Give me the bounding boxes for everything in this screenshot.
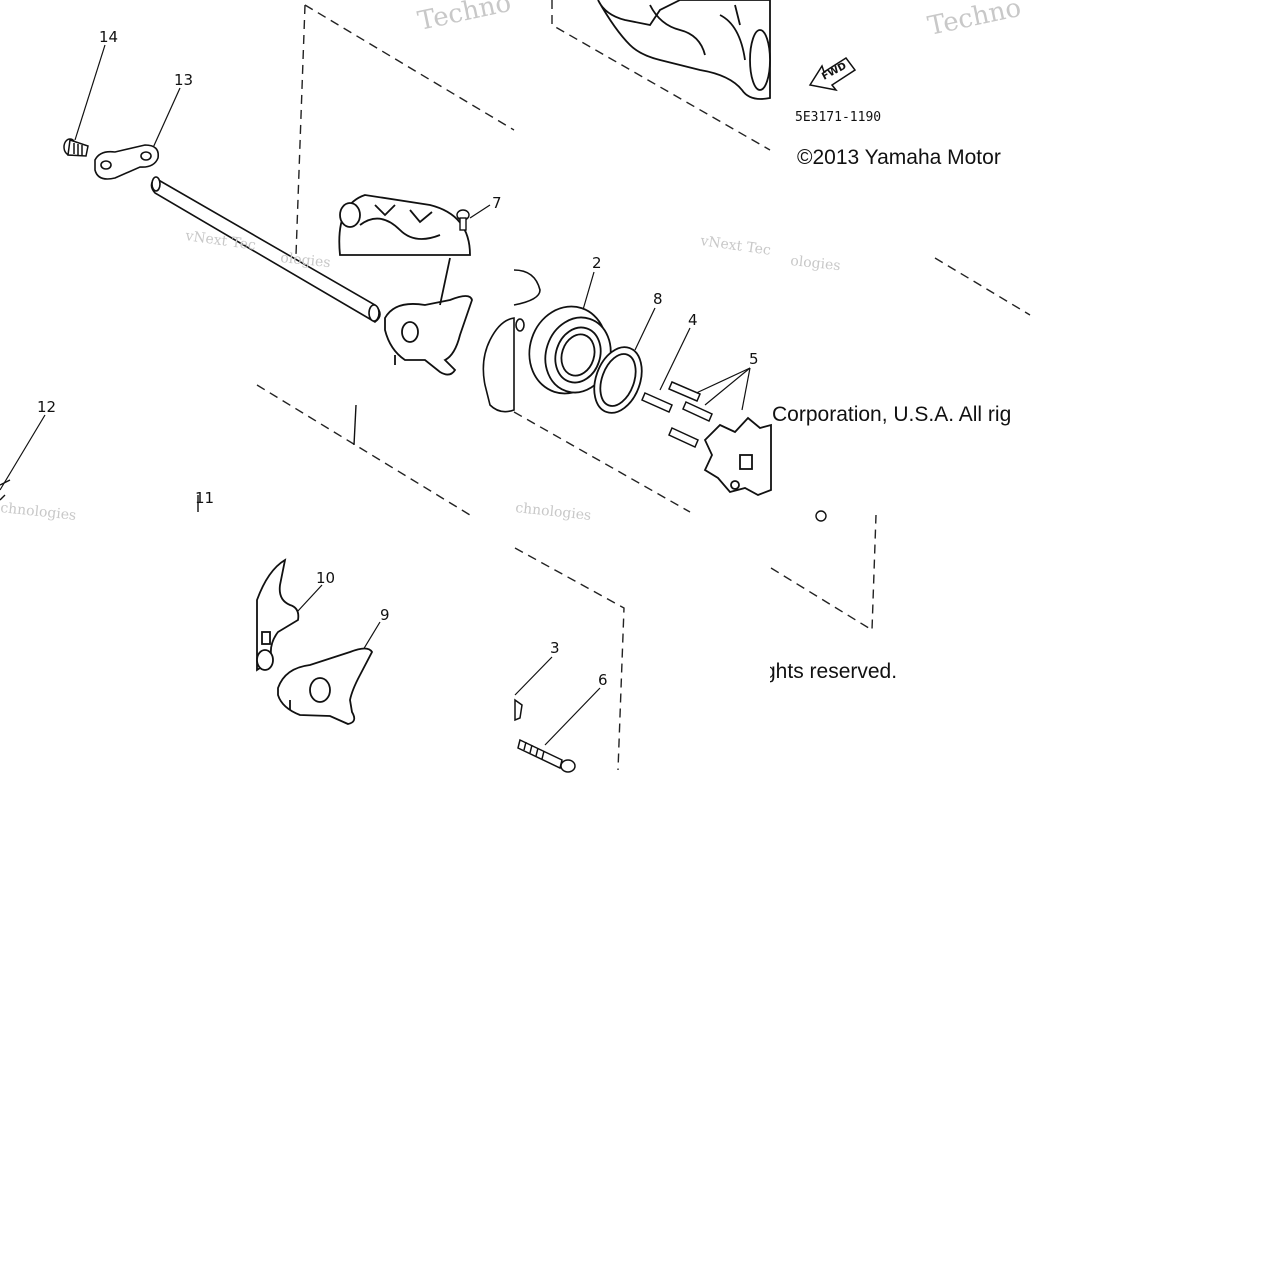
stopper-plate-part-13 — [94, 144, 160, 180]
callout-6: 6 — [598, 671, 608, 689]
svg-text:Techno: Techno — [925, 0, 1024, 42]
dowel-pins-part-4-5 — [641, 381, 713, 449]
tile-top-left — [0, 0, 257, 515]
callout-13: 13 — [174, 71, 193, 89]
shift-fork-partial — [482, 269, 541, 413]
svg-text:chnologies: chnologies — [0, 500, 77, 524]
svg-text:chnologies: chnologies — [515, 500, 592, 524]
callout-5: 5 — [749, 350, 759, 368]
svg-text:Techno: Techno — [415, 0, 514, 37]
copyright-part-2: Corporation, U.S.A. All rig — [772, 403, 1012, 426]
watermarks: Techno Techno vNext Tec ologies vNext Te… — [0, 0, 1024, 524]
callout-2: 2 — [592, 254, 602, 272]
part-3-fragment — [514, 698, 523, 722]
part-callouts: 14 13 7 12 11 2 8 4 5 10 9 3 6 — [37, 28, 759, 689]
shift-cam-end-upper — [597, 0, 771, 100]
callout-12: 12 — [37, 398, 56, 416]
forward-arrow-icon — [808, 56, 857, 92]
svg-text:vNext Tec: vNext Tec — [698, 233, 771, 259]
shift-fork-part-10 — [256, 558, 300, 672]
screw-part-14 — [63, 138, 89, 157]
bolt-part-6 — [517, 738, 576, 773]
callout-14: 14 — [99, 28, 118, 46]
callout-4: 4 — [688, 311, 698, 329]
shift-cam-drum — [338, 194, 471, 256]
seal-ring-part-8 — [593, 346, 643, 414]
leader-lines — [0, 44, 751, 746]
callout-8: 8 — [653, 290, 663, 308]
shift-fork-center — [384, 257, 473, 376]
pin-part-7 — [456, 209, 470, 231]
callout-3: 3 — [550, 639, 560, 657]
shift-cam-segment — [703, 416, 772, 496]
svg-text:ologies: ologies — [280, 250, 332, 271]
callout-9: 9 — [380, 606, 390, 624]
copyright-part-1: ©2013 Yamaha Motor — [797, 146, 1001, 169]
callout-11: 11 — [195, 489, 214, 507]
shift-fork-shaft — [150, 176, 381, 323]
svg-text:ologies: ologies — [790, 253, 842, 274]
callout-7: 7 — [492, 194, 502, 212]
bearing-part-2 — [528, 305, 612, 395]
shift-fork-part-9 — [277, 647, 374, 725]
dashed-guides — [256, 0, 1031, 771]
misc-marks — [0, 404, 827, 522]
callout-10: 10 — [316, 569, 335, 587]
drawing-code: 5E3171-1190 — [795, 110, 881, 125]
copyright-part-3: ghts reserved. — [770, 660, 898, 683]
